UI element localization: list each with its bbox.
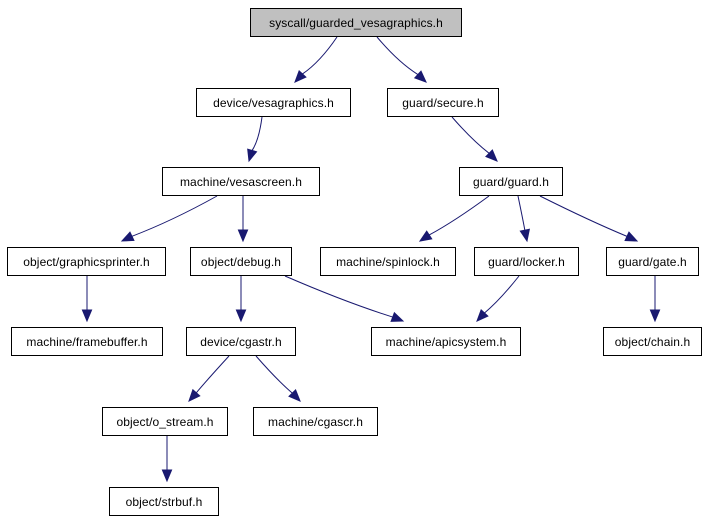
edge-line (284, 275, 393, 318)
graph-node-label: syscall/guarded_vesagraphics.h (269, 15, 443, 30)
graph-node-label: machine/apicsystem.h (385, 334, 507, 349)
edge-arrowhead-icon (624, 231, 639, 242)
edge-arrowhead-icon (418, 230, 433, 242)
graph-node-label: machine/vesascreen.h (179, 174, 303, 189)
edge-line (428, 195, 490, 236)
graph-node-label: object/graphicsprinter.h (23, 254, 150, 269)
graph-node-secure[interactable]: guard/secure.h (387, 88, 499, 117)
graph-edge-vesagraphics-to-vesascreen (247, 116, 263, 163)
graph-node-label: machine/cgascr.h (268, 414, 363, 429)
graph-edge-debug-to-apicsystem (284, 275, 405, 322)
graph-node-label: device/cgastr.h (200, 334, 282, 349)
edge-arrowhead-icon (294, 69, 307, 83)
edge-line (539, 195, 628, 237)
graph-edge-cgastr-to-cgascr (255, 355, 301, 402)
edge-arrowhead-icon (485, 149, 498, 162)
edge-arrowhead-icon (120, 231, 135, 242)
edge-line (376, 36, 419, 75)
edge-line (251, 116, 263, 151)
graph-node-locker[interactable]: guard/locker.h (474, 247, 579, 276)
graph-node-guarded_vesagraphics[interactable]: syscall/guarded_vesagraphics.h (250, 8, 462, 37)
graph-edge-gate-to-chain (649, 276, 661, 323)
edge-line (484, 275, 520, 314)
graph-node-apicsystem[interactable]: machine/apicsystem.h (371, 327, 521, 356)
edge-line (131, 195, 218, 237)
graph-edge-guarded_vesagraphics-to-secure (376, 36, 427, 83)
graph-node-label: machine/framebuffer.h (26, 334, 148, 349)
graph-node-framebuffer[interactable]: machine/framebuffer.h (11, 327, 163, 356)
graph-node-cgastr[interactable]: device/cgastr.h (186, 327, 296, 356)
edge-arrowhead-icon (476, 308, 489, 322)
graph-node-label: object/debug.h (200, 254, 282, 269)
graph-node-label: machine/spinlock.h (336, 254, 440, 269)
edge-arrowhead-icon (235, 309, 247, 323)
graph-edge-guard-to-gate (539, 195, 639, 242)
edge-line (451, 116, 490, 154)
graph-node-label: device/vesagraphics.h (213, 95, 334, 110)
edge-arrowhead-icon (161, 469, 173, 483)
graph-node-chain[interactable]: object/chain.h (603, 327, 702, 356)
graph-edge-locker-to-apicsystem (476, 275, 520, 322)
edge-arrowhead-icon (237, 229, 249, 243)
edge-arrowhead-icon (288, 389, 301, 402)
graph-node-guard[interactable]: guard/guard.h (459, 167, 563, 196)
graph-node-gate[interactable]: guard/gate.h (606, 247, 699, 276)
graph-node-label: guard/gate.h (618, 254, 687, 269)
graph-edge-secure-to-guard (451, 116, 498, 162)
graph-edge-cgastr-to-o_stream (188, 355, 230, 402)
graph-node-graphicsprinter[interactable]: object/graphicsprinter.h (7, 247, 166, 276)
graph-node-label: object/chain.h (614, 334, 691, 349)
graph-node-label: guard/guard.h (472, 174, 550, 189)
graph-edge-graphicsprinter-to-framebuffer (81, 276, 93, 323)
edge-arrowhead-icon (519, 228, 530, 243)
graph-node-label: guard/secure.h (402, 95, 484, 110)
graph-edge-debug-to-cgastr (235, 276, 247, 323)
edge-arrowhead-icon (649, 309, 661, 323)
edge-line (517, 195, 526, 231)
edge-arrowhead-icon (81, 309, 93, 323)
graph-node-cgascr[interactable]: machine/cgascr.h (253, 407, 378, 436)
graph-node-label: object/o_stream.h (116, 414, 214, 429)
graph-node-vesagraphics[interactable]: device/vesagraphics.h (196, 88, 351, 117)
edge-arrowhead-icon (247, 148, 258, 163)
edge-arrowhead-icon (188, 388, 201, 402)
graph-node-debug[interactable]: object/debug.h (190, 247, 292, 276)
graph-edge-guard-to-spinlock (418, 195, 490, 242)
edge-line (302, 36, 338, 75)
edge-line (255, 355, 293, 394)
graph-node-label: guard/locker.h (488, 254, 565, 269)
graph-edge-guard-to-locker (517, 195, 530, 243)
graph-node-o_stream[interactable]: object/o_stream.h (102, 407, 228, 436)
edge-arrowhead-icon (390, 311, 405, 322)
graph-node-strbuf[interactable]: object/strbuf.h (109, 487, 219, 516)
graph-edge-guarded_vesagraphics-to-vesagraphics (294, 36, 338, 83)
edge-line (195, 355, 230, 394)
graph-node-vesascreen[interactable]: machine/vesascreen.h (162, 167, 320, 196)
graph-edge-o_stream-to-strbuf (161, 436, 173, 483)
graph-node-spinlock[interactable]: machine/spinlock.h (320, 247, 456, 276)
graph-node-label: object/strbuf.h (125, 494, 203, 509)
edge-arrowhead-icon (413, 70, 427, 83)
graph-edge-vesascreen-to-debug (237, 196, 249, 243)
graph-edge-vesascreen-to-graphicsprinter (120, 195, 218, 242)
